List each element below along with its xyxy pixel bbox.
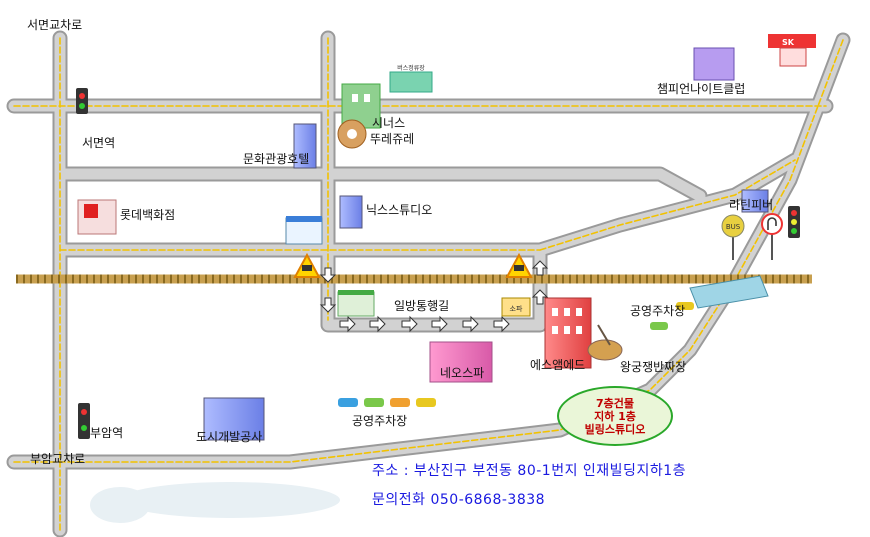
- arrow-icon: [339, 315, 356, 333]
- label-seomyeon-station: 서면역: [82, 136, 116, 150]
- neo-spa-building-icon: [429, 341, 493, 383]
- label-public-parking-right: 공영주차장: [630, 304, 686, 318]
- label-wanggung-jjajang: 왕궁쟁반짜장: [620, 360, 687, 374]
- culture-hotel-building-icon: [293, 123, 317, 169]
- label-oneway-street: 일방통행길: [394, 299, 450, 313]
- arrow-icon: [431, 315, 448, 333]
- railroad-crossing-icon: [293, 252, 321, 278]
- traffic-light-icon: [788, 206, 800, 238]
- arrow-icon: [369, 315, 386, 333]
- label-culture-tourism-hotel: 문화관광호텔: [243, 152, 310, 166]
- bus-terminal-icon: 버스정류장: [389, 64, 433, 93]
- arrow-icon: [493, 315, 510, 333]
- sofa-store-icon: 소파: [501, 297, 531, 317]
- callout-line-studio: 빌링스튜디오: [584, 422, 646, 436]
- arrow-up-icon: [531, 289, 549, 305]
- station-marker-icon: [76, 88, 88, 114]
- s-amede-building-icon: [544, 297, 592, 369]
- svg-text:SK: SK: [782, 38, 795, 47]
- label-city-development-corp: 도시개발공사: [196, 430, 263, 444]
- convenience-store-icon: [285, 216, 323, 245]
- station-marker-icon: [78, 403, 90, 439]
- bus-stop-icon: BUS: [721, 214, 745, 260]
- parking-cars-icon: [338, 398, 436, 407]
- sk-gas-station-icon: SK: [768, 34, 816, 67]
- callout-line-basement: 지하 1층: [594, 409, 636, 423]
- arrow-icon: [401, 315, 418, 333]
- label-tous-les-jours: 뚜레쥬레: [370, 132, 415, 146]
- latin-fever-building-icon: [741, 189, 769, 213]
- label-nix-studio: 닉스스튜디오: [366, 203, 433, 217]
- oneway-arrows: [319, 260, 549, 333]
- label-buam-crossroad: 부암교차로: [30, 452, 86, 466]
- label-champion-nightclub: 챔피언나이트클럽: [657, 82, 746, 96]
- nix-studio-building-icon: [339, 195, 363, 229]
- arrow-down-icon: [319, 267, 337, 283]
- railroad-crossing-icon: [505, 252, 533, 278]
- lotte-building-icon: [77, 199, 117, 235]
- donut-icon: [337, 119, 367, 149]
- callout-line-floors: 7층건물: [595, 396, 634, 410]
- destination-callout: 7층건물 지하 1층 빌링스튜디오: [557, 386, 673, 446]
- label-seomyeon-crossroad: 서면교차로: [27, 18, 83, 32]
- arrow-icon: [462, 315, 479, 333]
- label-bujeon-station: 부암역: [90, 426, 124, 440]
- arrow-up-icon: [531, 260, 549, 276]
- label-s-amede: 에스앰에드: [530, 358, 586, 372]
- champion-club-building-icon: [693, 47, 735, 81]
- watermark-shape: [90, 482, 340, 523]
- city-dev-building-icon: [203, 397, 265, 441]
- arrow-down-icon: [319, 297, 337, 313]
- phone-text: 문의전화 050-6868-3838: [372, 492, 546, 508]
- u-turn-sign-icon: [761, 213, 783, 260]
- overpass-bridge-icon: [689, 275, 769, 309]
- oneway-store-icon: [337, 290, 375, 317]
- label-latin-fever: 라틴피버: [729, 198, 774, 212]
- svg-text:BUS: BUS: [726, 223, 741, 231]
- svg-text:소파: 소파: [510, 304, 523, 313]
- label-neo-spa: 네오스파: [440, 366, 485, 380]
- label-lotte-department-store: 롯데백화점: [120, 208, 176, 222]
- address-text: 주소 : 부산진구 부전동 80-1번지 인재빌딩지하1층: [372, 463, 686, 479]
- noodle-bowl-icon: [587, 324, 623, 361]
- label-public-parking-bottom: 공영주차장: [352, 414, 408, 428]
- svg-text:버스정류장: 버스정류장: [397, 64, 425, 72]
- label-cinus: 시너스: [372, 116, 406, 130]
- parking-cars-icon: [650, 302, 694, 330]
